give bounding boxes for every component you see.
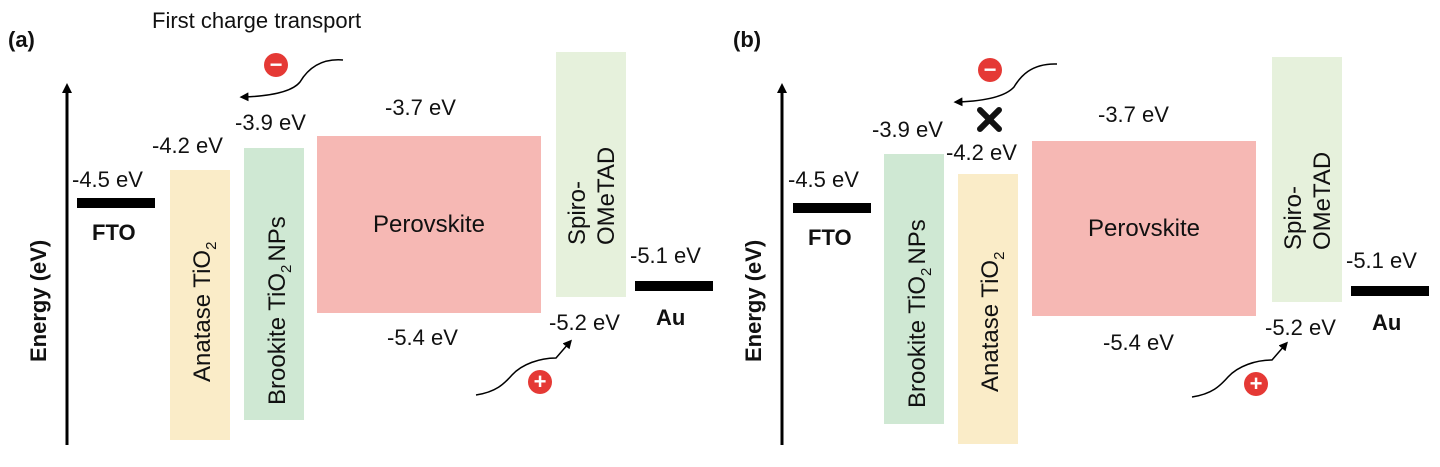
panel-a-hole-arrow (475, 339, 572, 396)
panel-a: (a) First charge transport Energy (eV) -… (8, 8, 713, 445)
panel-a-au-level (635, 281, 713, 291)
panel-b-perovskite-label: Perovskite (1088, 215, 1200, 242)
panel-a-au-label: Au (656, 305, 685, 330)
panel-a-caption: First charge transport (152, 8, 361, 33)
panel-a-fto-level (77, 198, 155, 208)
panel-a-hole-sign: + (534, 369, 547, 394)
panel-b-electron-arrow (953, 63, 1058, 107)
panel-a-hole-icon (528, 370, 552, 394)
panel-b-tag: (b) (733, 27, 761, 52)
panel-a-spiro-block (556, 52, 626, 297)
panel-a-brookite-energy: -3.9 eV (235, 110, 306, 135)
panel-a-fto-energy: -4.5 eV (72, 167, 143, 192)
panel-a-brookite-block (244, 148, 304, 420)
panel-b-fto-label: FTO (808, 225, 852, 250)
panel-b-fto-level (793, 203, 871, 213)
panel-b-anatase-energy: -4.2 eV (946, 140, 1017, 165)
blocked-cross-icon (977, 107, 1002, 132)
panel-a-energy-axis-label: Energy (eV) (26, 240, 51, 362)
panel-b-anatase-block (958, 174, 1018, 444)
panel-b-brookite-block (884, 154, 944, 424)
panel-b-brookite-label: Brookite TiO2NPs (904, 219, 935, 408)
panel-b-spiro-label-1: Spiro- (1280, 186, 1307, 250)
panel-a-spiro-label-2: OMeTAD (593, 147, 620, 245)
panel-b-energy-axis-label: Energy (eV) (741, 240, 766, 362)
panel-b-perovskite-vb: -5.4 eV (1103, 330, 1174, 355)
panel-b-au-label: Au (1372, 310, 1401, 335)
panel-a-brookite-label: Brookite TiO2NPs (264, 216, 295, 405)
panel-b-electron-icon (978, 58, 1002, 82)
panel-b-au-level (1351, 286, 1429, 296)
panel-b-hole-arrow (1191, 341, 1288, 398)
panel-b-hole-icon (1244, 372, 1268, 396)
panel-a-anatase-energy: -4.2 eV (152, 133, 223, 158)
panel-a-perovskite-vb: -5.4 eV (387, 325, 458, 350)
panel-a-fto-label: FTO (92, 220, 136, 245)
panel-b-brookite-energy: -3.9 eV (872, 117, 943, 142)
panel-a-anatase-label: Anatase TiO2 (189, 242, 220, 382)
panel-a-electron-icon (264, 53, 288, 77)
panel-b-au-energy: -5.1 eV (1346, 248, 1417, 273)
panel-a-electron-sign: − (270, 52, 283, 77)
panel-b: (b) Energy (eV) -4.5 eV FTO -3.9 eV Broo… (733, 27, 1429, 445)
panel-a-au-energy: -5.1 eV (630, 243, 701, 268)
panel-b-perovskite-cb: -3.7 eV (1098, 102, 1169, 127)
panel-b-spiro-vb: -5.2 eV (1265, 315, 1336, 340)
panel-a-electron-arrow (239, 59, 344, 102)
panel-b-perovskite-block (1032, 141, 1256, 316)
panel-b-fto-energy: -4.5 eV (788, 167, 859, 192)
panel-b-spiro-label-2: OMeTAD (1309, 152, 1336, 250)
panel-b-hole-sign: + (1250, 371, 1263, 396)
panel-a-perovskite-label: Perovskite (373, 211, 485, 238)
panel-a-perovskite-cb: -3.7 eV (385, 95, 456, 120)
panel-b-anatase-label: Anatase TiO2 (977, 252, 1008, 392)
panel-a-spiro-label-1: Spiro- (564, 181, 591, 245)
panel-a-anatase-block (170, 170, 230, 440)
panel-a-spiro-vb: -5.2 eV (549, 310, 620, 335)
panel-b-spiro-block (1272, 57, 1342, 302)
panel-a-perovskite-block (317, 136, 541, 313)
panel-a-tag: (a) (8, 27, 35, 52)
panel-b-electron-sign: − (984, 57, 997, 82)
